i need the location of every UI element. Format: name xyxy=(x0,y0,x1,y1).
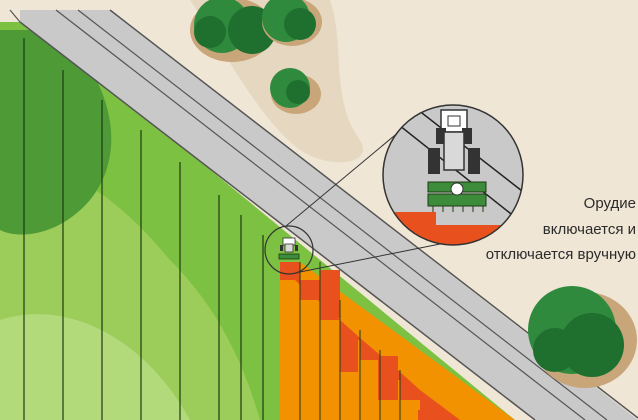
tree-icon xyxy=(262,0,322,46)
caption-text: Орудие включается и отключается вручную xyxy=(406,191,636,268)
caption-line: включается и xyxy=(406,217,636,243)
caption-line: отключается вручную xyxy=(406,242,636,268)
caption-line: Орудие xyxy=(406,191,636,217)
